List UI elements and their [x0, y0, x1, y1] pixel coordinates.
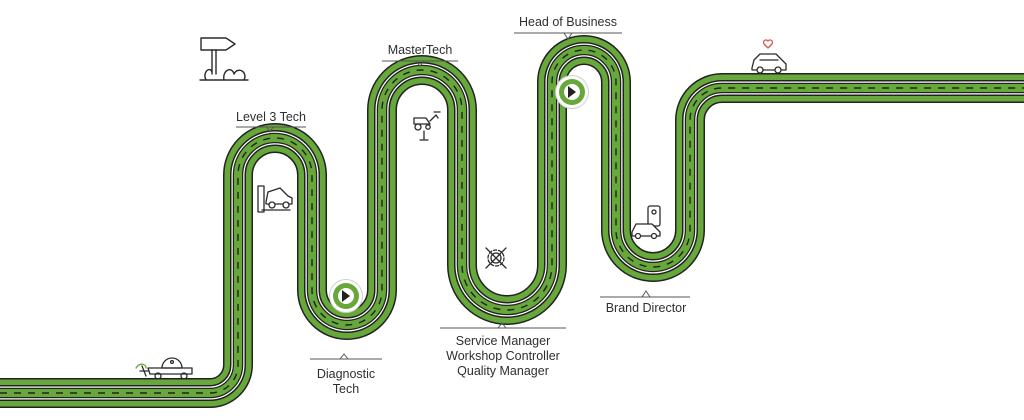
label-brand-director: Brand Director [605, 301, 687, 315]
label-head-of-business: Head of Business [519, 15, 617, 29]
play-icon[interactable] [333, 283, 359, 309]
car-phone-icon [631, 205, 661, 240]
label-diagnostic-tech: Diagnostic Tech [316, 367, 376, 396]
play-icon[interactable] [559, 79, 585, 105]
signpost-icon [199, 37, 249, 81]
label-leaders [236, 32, 690, 360]
car-heart-icon [751, 39, 787, 74]
harvester-icon [413, 111, 441, 141]
label-mastertech: MasterTech [387, 43, 453, 57]
gear-tools-icon [485, 247, 507, 269]
tractor-icon [135, 357, 193, 380]
winding-road [0, 35, 1024, 408]
label-service-manager: Service Manager Workshop Controller Qual… [446, 334, 560, 378]
car-lift-icon [257, 185, 293, 213]
label-level3: Level 3 Tech [236, 110, 306, 124]
